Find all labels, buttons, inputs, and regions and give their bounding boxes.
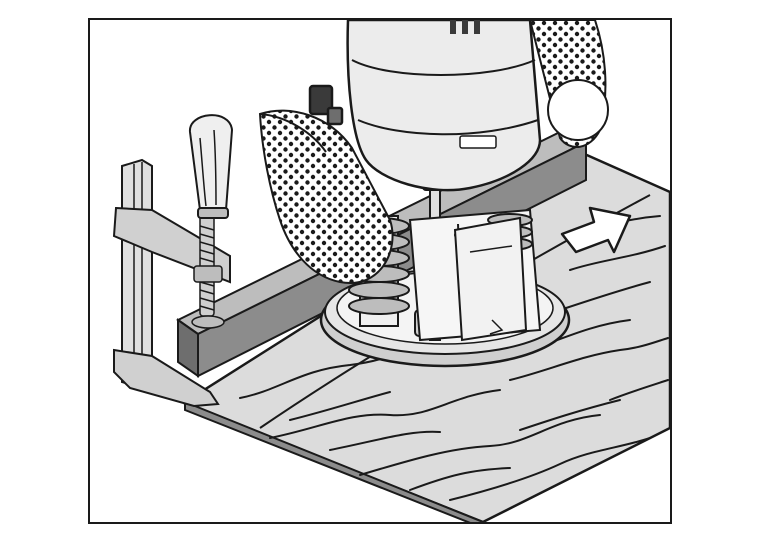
clamp-screw [191, 215, 225, 329]
illustration-frame [88, 18, 672, 524]
clamp-lower-jaw [113, 348, 220, 408]
router-scene [112, 20, 670, 522]
router-guard [453, 216, 528, 342]
bar-clamp [112, 114, 234, 408]
feed-direction-arrow-icon [560, 206, 632, 254]
clamp-handle [188, 114, 234, 219]
board-front-edge [184, 400, 484, 522]
router-motor-housing [308, 20, 542, 192]
plunge-router [258, 20, 609, 368]
